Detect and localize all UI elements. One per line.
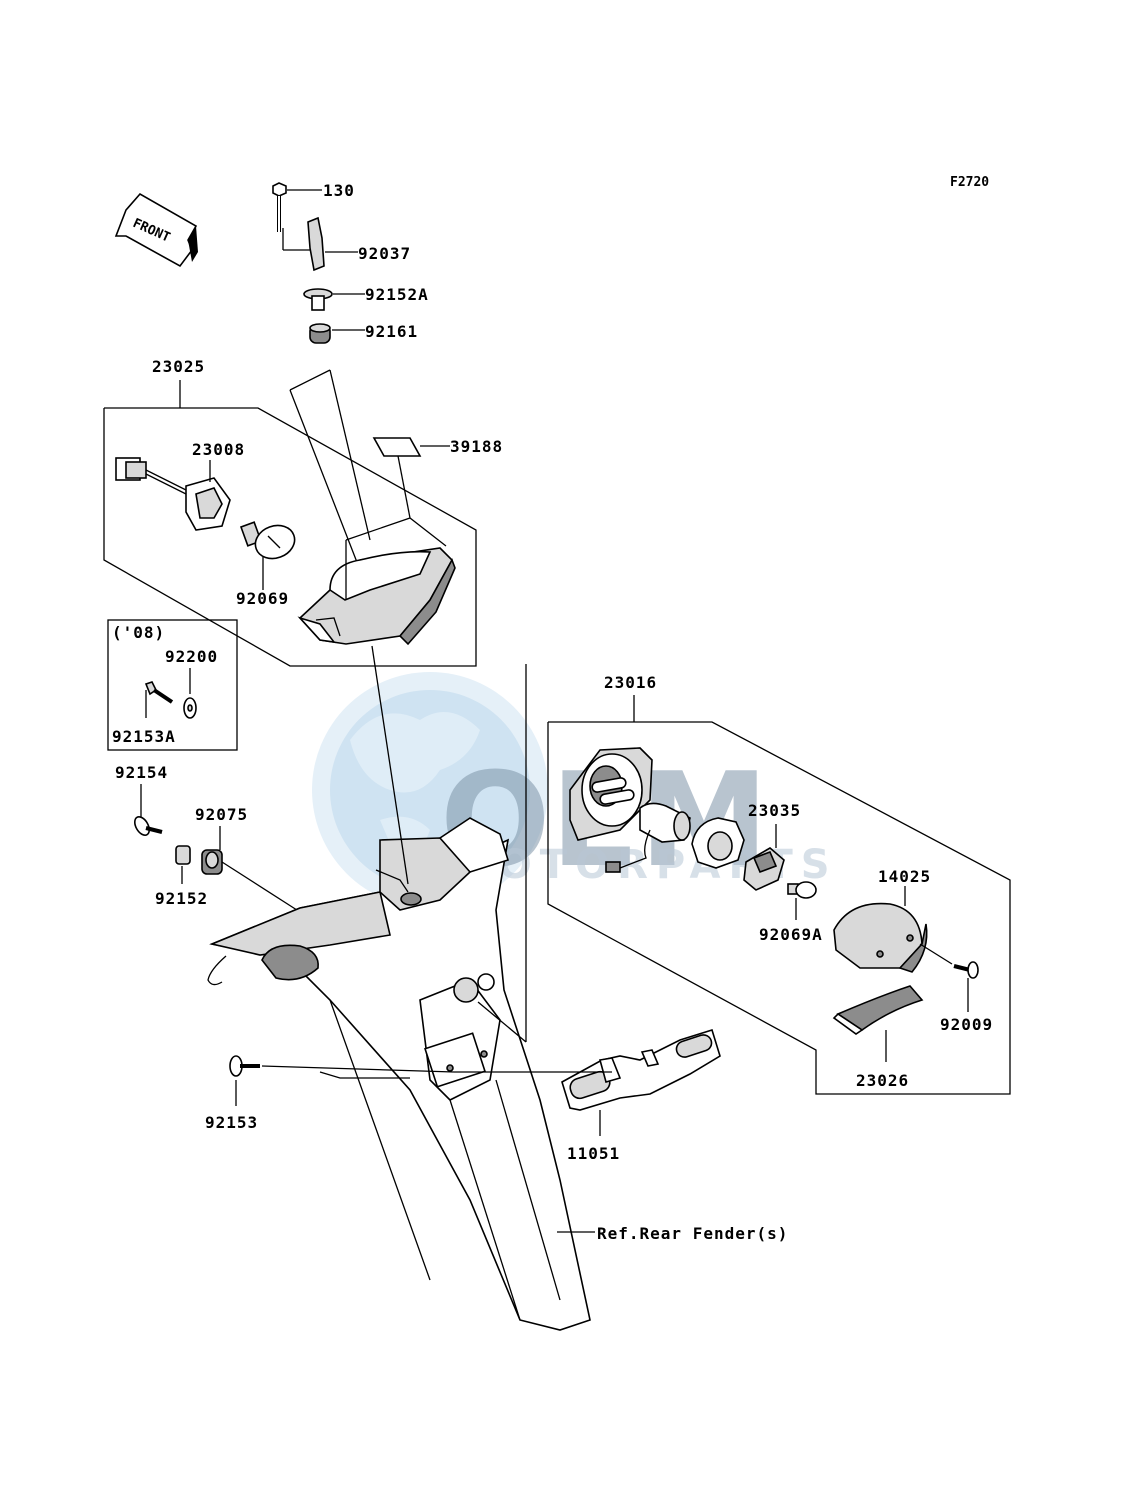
bolt-130 <box>272 182 287 232</box>
part-label-92161: 92161 <box>365 322 418 341</box>
assembly-box-23025 <box>103 407 477 667</box>
front-arrow-icon: FRONT <box>114 192 198 268</box>
assembly-box-23016 <box>547 721 1011 1095</box>
part-label-92153A: 92153A <box>112 727 176 746</box>
screw-92153 <box>229 1055 260 1077</box>
washer-92200 <box>183 697 197 719</box>
bracket-92037 <box>282 216 325 272</box>
socket-23008 <box>115 457 231 531</box>
part-label-23025: 23025 <box>152 357 205 376</box>
group-note: ('08) <box>112 623 165 642</box>
socket-holder <box>691 817 745 869</box>
bulb-92069A <box>787 881 817 899</box>
screw-92009 <box>953 961 979 979</box>
part-label-92075: 92075 <box>195 805 248 824</box>
part-label-23016: 23016 <box>604 673 657 692</box>
part-label-92152: 92152 <box>155 889 208 908</box>
part-label-92009: 92009 <box>940 1015 993 1034</box>
collar-92152 <box>175 845 191 865</box>
reference-note: Ref.Rear Fender(s) <box>597 1224 788 1243</box>
group-box-08 <box>107 619 238 751</box>
part-label-23008: 23008 <box>192 440 245 459</box>
bracket-11051 <box>561 1028 721 1111</box>
bulb-92069 <box>239 521 296 560</box>
cover-14025 <box>833 902 928 973</box>
screw-92153A <box>144 681 174 704</box>
part-label-11051: 11051 <box>567 1144 620 1163</box>
part-label-23026: 23026 <box>856 1071 909 1090</box>
grommet-92161 <box>309 323 331 344</box>
part-label-92152A: 92152A <box>365 285 429 304</box>
clip-23035 <box>743 847 785 891</box>
grommet-92075 <box>201 849 223 875</box>
sticker-39188 <box>372 437 422 457</box>
part-label-23035: 23035 <box>748 801 801 820</box>
collar-92152A <box>303 288 333 311</box>
part-label-92069: 92069 <box>236 589 289 608</box>
diagram-code: F2720 <box>950 175 989 190</box>
lens-23026 <box>832 985 924 1035</box>
part-label-130: 130 <box>323 181 355 200</box>
part-label-14025: 14025 <box>878 867 931 886</box>
part-label-92069A: 92069A <box>759 925 823 944</box>
turn-signal-lamp <box>297 517 456 646</box>
license-socket <box>605 802 691 873</box>
license-lamp-housing <box>569 747 653 841</box>
part-label-92037: 92037 <box>358 244 411 263</box>
part-label-92154: 92154 <box>115 763 168 782</box>
part-label-39188: 39188 <box>450 437 503 456</box>
rear-fender <box>207 817 591 1331</box>
screw-92154 <box>133 816 163 836</box>
part-label-92153: 92153 <box>205 1113 258 1132</box>
part-label-92200: 92200 <box>165 647 218 666</box>
